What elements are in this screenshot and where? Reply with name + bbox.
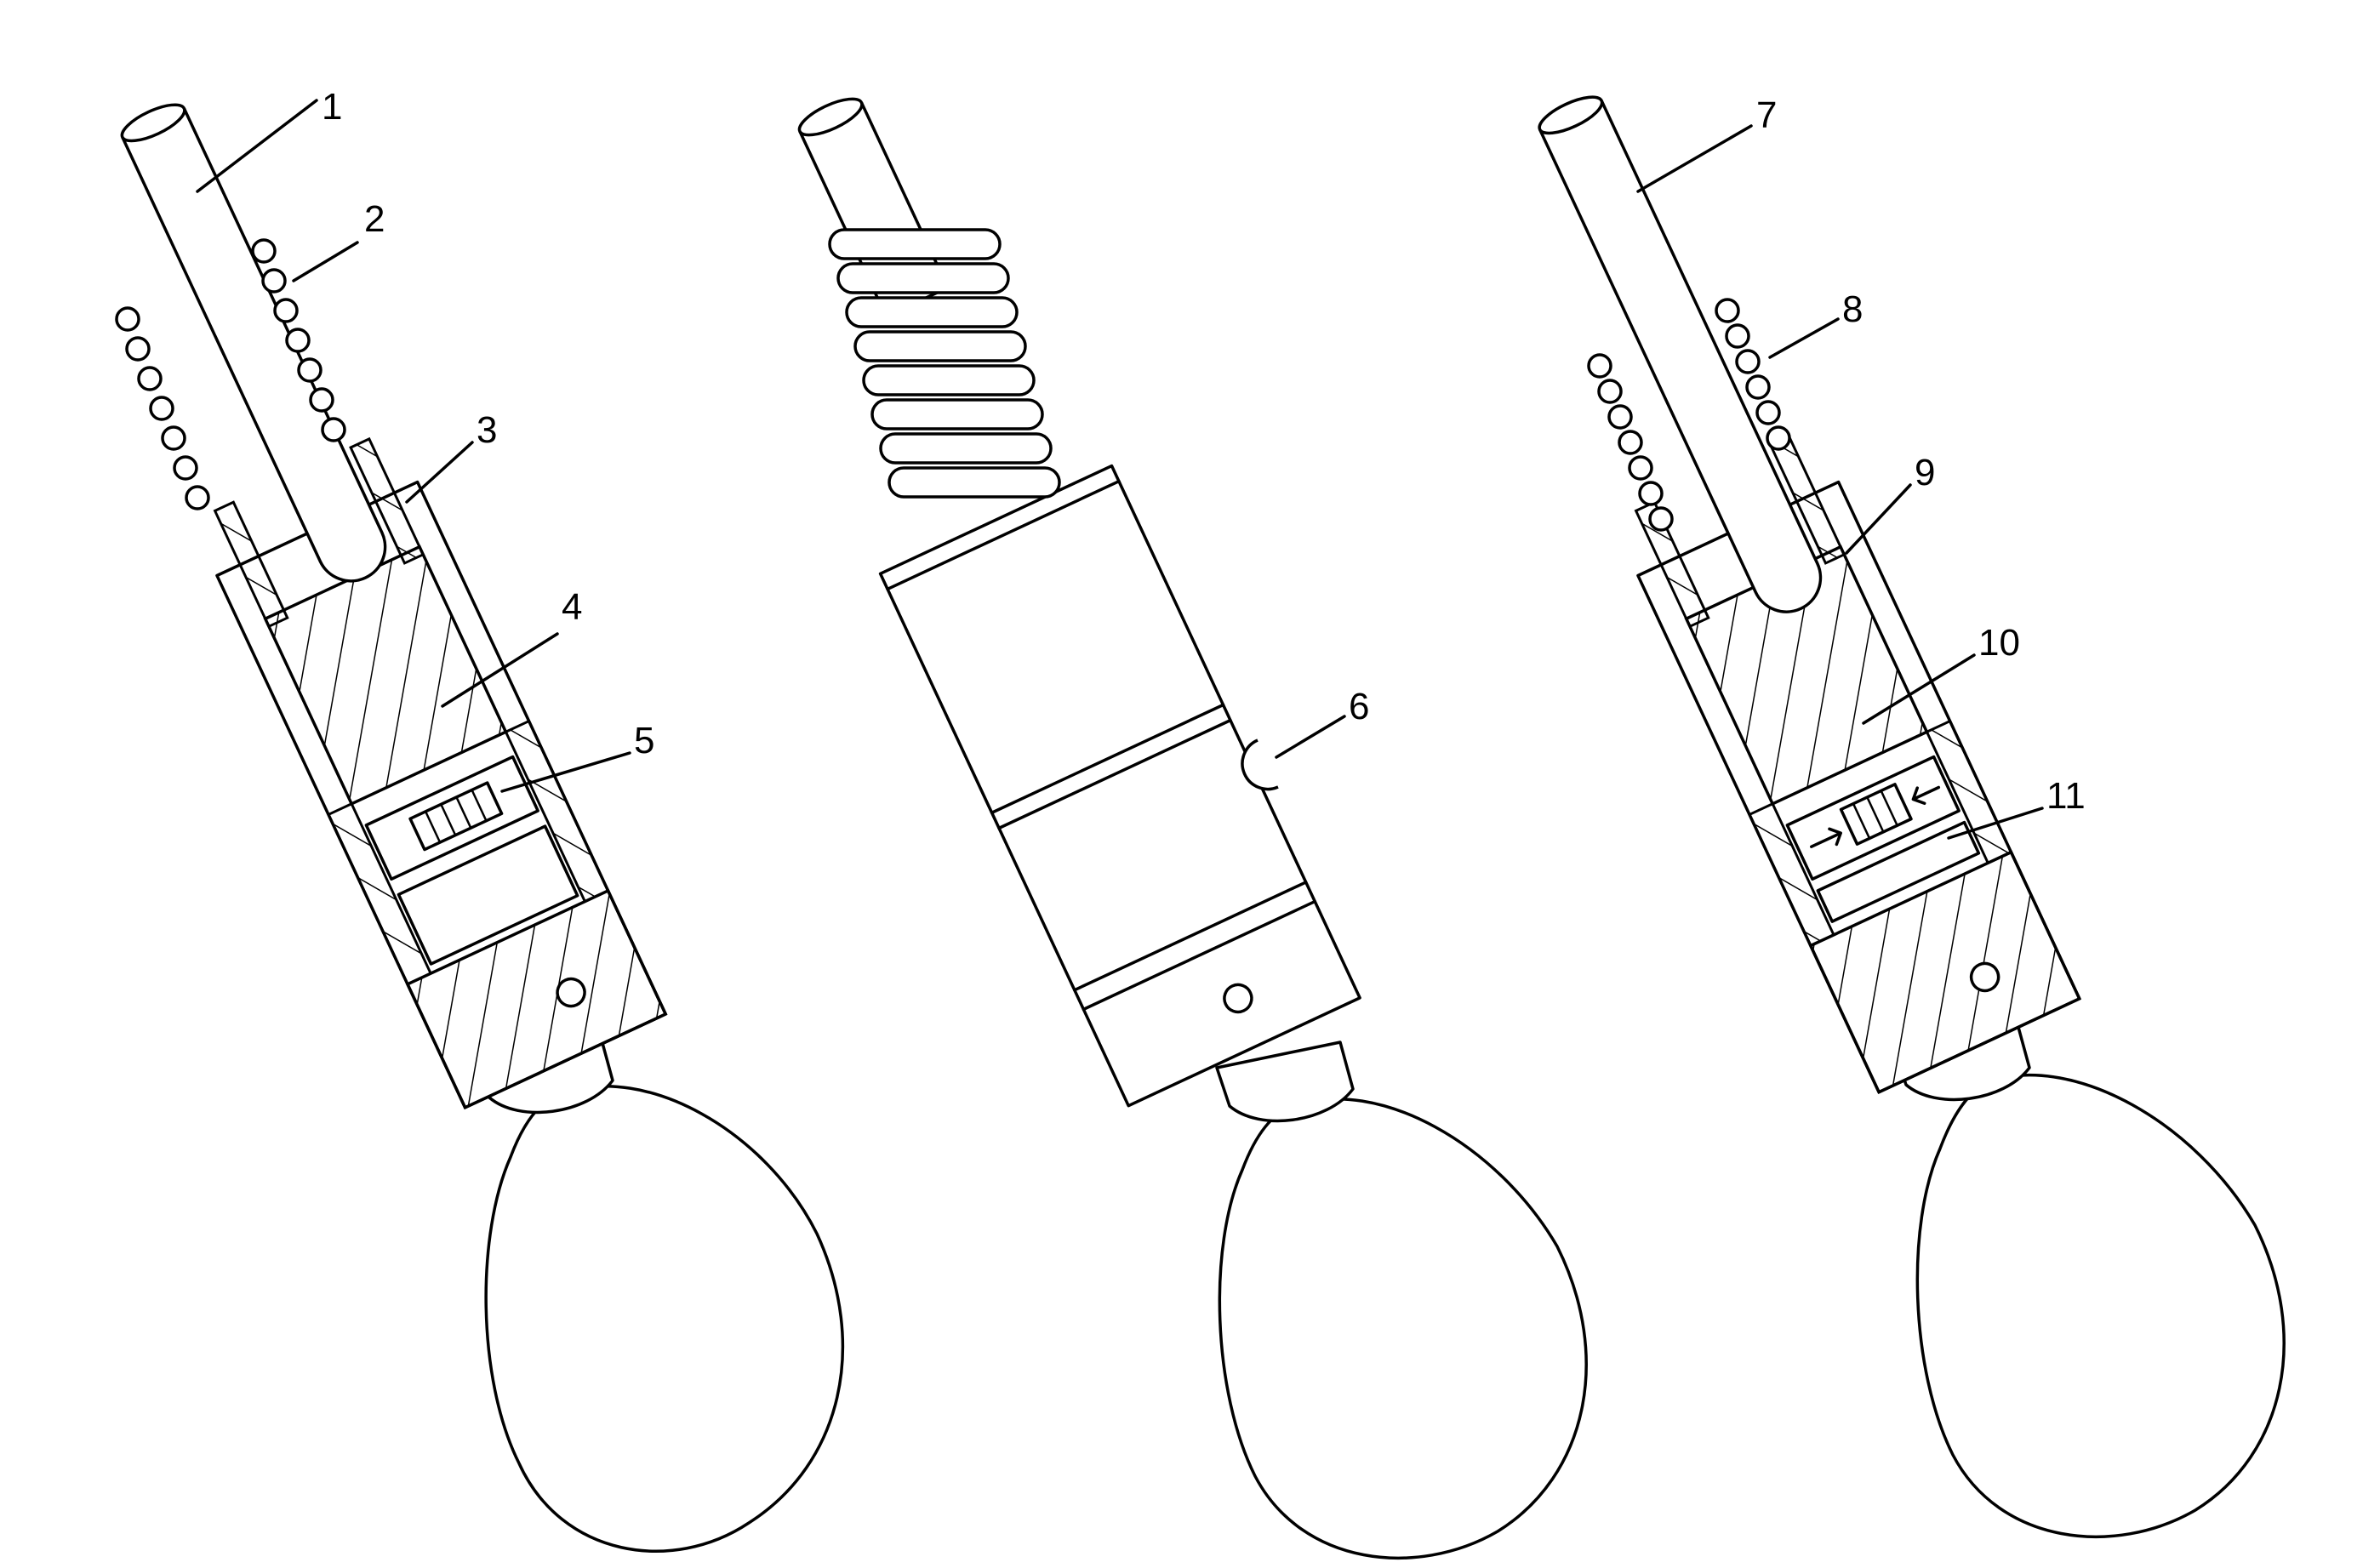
- left-cam-lobe: [484, 1085, 845, 1553]
- callout-4: 4: [562, 586, 582, 628]
- leader-line-8: [1768, 317, 1840, 359]
- leader-line-10: [1862, 653, 1976, 725]
- callout-8: 8: [1842, 288, 1863, 330]
- leader-line-5: [500, 751, 631, 793]
- leader-line-3: [405, 441, 474, 504]
- right-cam-lobe: [1915, 1073, 2286, 1538]
- callout-9: 9: [1915, 452, 1935, 493]
- left-lifter-view: 1 2 3 4 5: [115, 86, 845, 1553]
- leader-line-2: [292, 241, 359, 282]
- callout-10: 10: [1978, 622, 2020, 664]
- leader-line-4: [441, 632, 559, 708]
- callout-2: 2: [364, 198, 385, 240]
- callout-7: 7: [1756, 94, 1777, 136]
- leader-line-7: [1636, 124, 1753, 193]
- right-pushrod: [1538, 95, 1823, 613]
- middle-lifter-body: [878, 464, 1361, 1108]
- left-pushrod: [120, 103, 387, 583]
- right-lifter-view: 7 8 9 10 11: [1538, 94, 2286, 1538]
- callout-1: 1: [322, 86, 342, 128]
- leader-line-9: [1845, 483, 1912, 555]
- leader-line-6: [1275, 715, 1346, 759]
- left-lifter-body: [213, 436, 668, 1110]
- middle-oil-hole: [1241, 738, 1279, 791]
- left-spring-coils: [115, 238, 346, 510]
- middle-cam-lobe: [1218, 1098, 1588, 1559]
- right-lifter-body: [1634, 436, 2082, 1095]
- leader-line-1: [196, 99, 318, 193]
- callout-6: 6: [1349, 686, 1369, 727]
- middle-roller: [1215, 1041, 1355, 1123]
- right-spring-coils: [1587, 298, 1791, 532]
- middle-spring: [828, 228, 1061, 499]
- middle-lifter-view: 6: [797, 97, 1588, 1559]
- callout-5: 5: [634, 720, 654, 761]
- callout-3: 3: [477, 409, 497, 451]
- leader-line-11: [1947, 807, 2044, 840]
- callout-11: 11: [2046, 775, 2086, 817]
